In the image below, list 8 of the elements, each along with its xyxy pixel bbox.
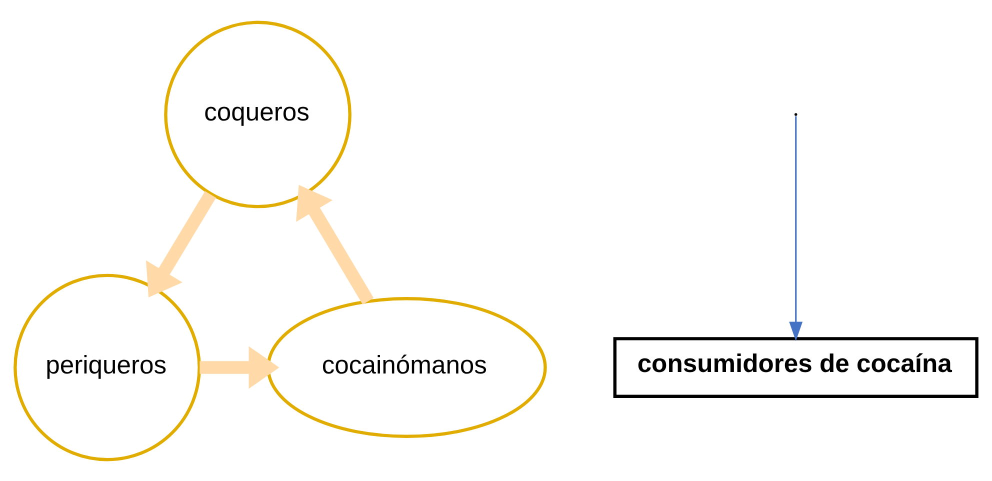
- arrow: [146, 190, 216, 297]
- arrow: [296, 184, 374, 304]
- node-box: consumidores de cocaína: [613, 336, 978, 398]
- node-circle: periqueros: [14, 273, 201, 461]
- node-ellipse: cocainómanos: [266, 296, 547, 438]
- node-circle: coqueros: [164, 20, 352, 208]
- arrow: [200, 346, 280, 388]
- arrow: [789, 116, 803, 340]
